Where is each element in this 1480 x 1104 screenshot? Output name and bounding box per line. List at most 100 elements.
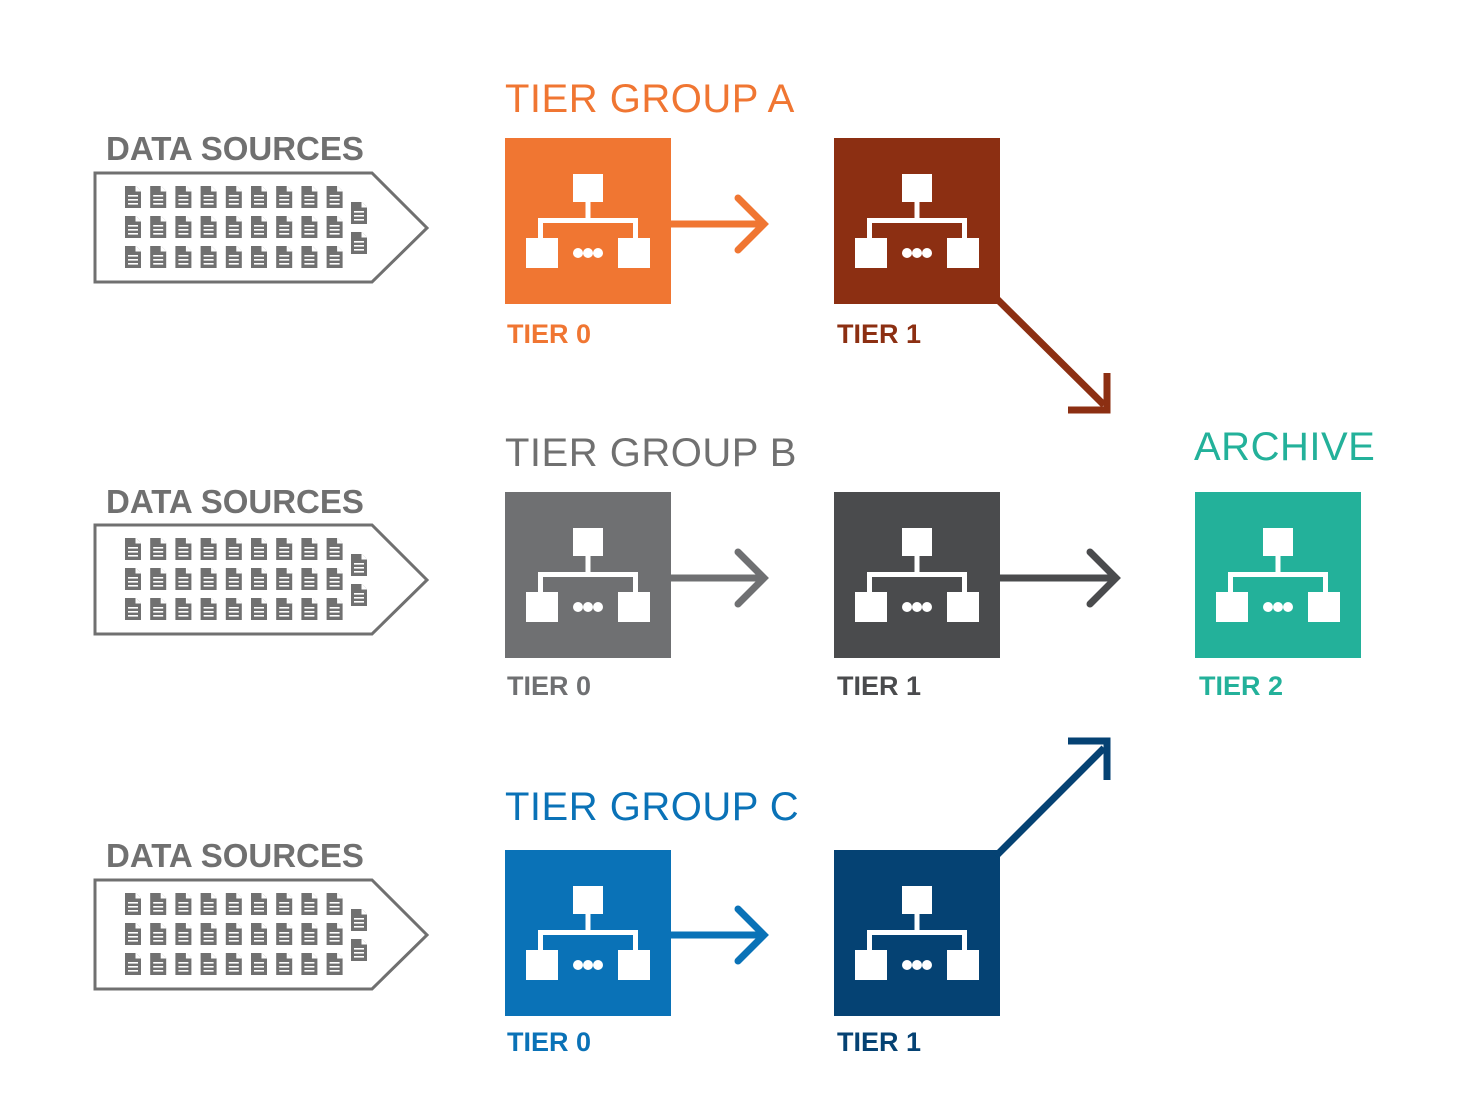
document-icon	[200, 537, 218, 561]
data-sources-label: DATA SOURCES	[106, 483, 364, 520]
document-icon	[174, 922, 192, 946]
document-icon	[300, 597, 318, 621]
group-a-tier1-label: TIER 1	[837, 319, 921, 349]
document-icon	[200, 597, 218, 621]
document-icon	[149, 892, 167, 916]
document-icon	[300, 567, 318, 591]
document-icon	[225, 892, 243, 916]
group-c-tier0-label: TIER 0	[507, 1027, 591, 1057]
document-icon	[250, 537, 268, 561]
document-icon	[250, 567, 268, 591]
document-icon	[250, 215, 268, 239]
document-icon-grid	[124, 537, 368, 621]
arrow-b-tier1-to-archive	[1000, 548, 1121, 608]
arrow-c-tier0-to-tier1	[671, 905, 769, 965]
document-icon	[250, 245, 268, 269]
document-icon	[200, 215, 218, 239]
document-icon	[300, 185, 318, 209]
document-icon	[149, 922, 167, 946]
document-icon	[225, 567, 243, 591]
document-icon	[326, 245, 344, 269]
archive-tier2-label: TIER 2	[1199, 671, 1283, 701]
document-icon	[174, 567, 192, 591]
archive: ARCHIVE TIER 2	[1194, 425, 1375, 701]
data-sources-outline	[93, 171, 430, 284]
document-icon	[275, 245, 293, 269]
document-icon	[174, 597, 192, 621]
document-icon	[300, 245, 318, 269]
document-icon	[124, 952, 142, 976]
document-icon	[326, 567, 344, 591]
data-sources-c: DATA SOURCES	[93, 837, 430, 991]
document-icon	[275, 567, 293, 591]
document-icon	[326, 952, 344, 976]
document-icon	[326, 597, 344, 621]
arrow-a-tier1-to-archive	[993, 295, 1111, 414]
document-icon	[225, 215, 243, 239]
document-icon	[225, 537, 243, 561]
document-icon	[149, 567, 167, 591]
document-icon	[300, 215, 318, 239]
document-icon	[275, 537, 293, 561]
group-a-title: TIER GROUP A	[505, 77, 795, 121]
document-icon	[275, 597, 293, 621]
document-icon	[350, 583, 368, 607]
document-icon	[250, 597, 268, 621]
document-icon	[225, 922, 243, 946]
document-icon	[174, 537, 192, 561]
document-icon	[174, 215, 192, 239]
document-icon	[124, 537, 142, 561]
document-icon	[350, 201, 368, 225]
data-sources-b: DATA SOURCES	[93, 483, 430, 636]
document-icon	[326, 215, 344, 239]
document-icon	[174, 952, 192, 976]
document-icon	[124, 922, 142, 946]
document-icon	[225, 245, 243, 269]
document-icon	[350, 553, 368, 577]
group-b-tier0-label: TIER 0	[507, 671, 591, 701]
group-b-title: TIER GROUP B	[505, 431, 797, 475]
document-icon	[149, 215, 167, 239]
document-icon	[326, 185, 344, 209]
document-icon	[174, 892, 192, 916]
arrow-b-tier0-to-tier1	[671, 548, 769, 608]
document-icon	[250, 892, 268, 916]
document-icon	[300, 537, 318, 561]
document-icon	[174, 185, 192, 209]
document-icon	[275, 922, 293, 946]
document-icon	[300, 952, 318, 976]
arrow-c-tier1-to-archive	[993, 737, 1111, 859]
document-icon	[200, 185, 218, 209]
group-a-tier0-label: TIER 0	[507, 319, 591, 349]
group-c-title: TIER GROUP C	[505, 785, 799, 829]
document-icon	[350, 938, 368, 962]
document-icon	[200, 922, 218, 946]
document-icon	[350, 908, 368, 932]
data-sources-label: DATA SOURCES	[106, 837, 364, 874]
document-icon	[326, 537, 344, 561]
tier-group-c: TIER GROUP C DATA SOURCES TIER 0 TIER 1	[93, 737, 1111, 1057]
document-icon-grid	[124, 185, 368, 269]
document-icon	[275, 892, 293, 916]
tier-group-a: TIER GROUP A DATA SOURCES TIER 0 TIER 1	[93, 77, 1111, 414]
document-icon	[275, 952, 293, 976]
arrow-a-tier0-to-tier1	[671, 194, 769, 254]
group-b-tier1-label: TIER 1	[837, 671, 921, 701]
group-c-tier1-label: TIER 1	[837, 1027, 921, 1057]
document-icon	[300, 922, 318, 946]
archive-title: ARCHIVE	[1194, 425, 1375, 469]
document-icon	[124, 892, 142, 916]
document-icon	[124, 185, 142, 209]
document-icon	[149, 952, 167, 976]
document-icon	[200, 892, 218, 916]
document-icon	[124, 215, 142, 239]
document-icon	[200, 567, 218, 591]
document-icon	[250, 952, 268, 976]
tier-group-b: TIER GROUP B DATA SOURCES TIER 0 TIER 1	[93, 431, 1121, 701]
data-sources-a: DATA SOURCES	[93, 130, 430, 284]
document-icon	[250, 922, 268, 946]
document-icon	[326, 892, 344, 916]
document-icon-grid	[124, 892, 368, 976]
document-icon	[149, 245, 167, 269]
